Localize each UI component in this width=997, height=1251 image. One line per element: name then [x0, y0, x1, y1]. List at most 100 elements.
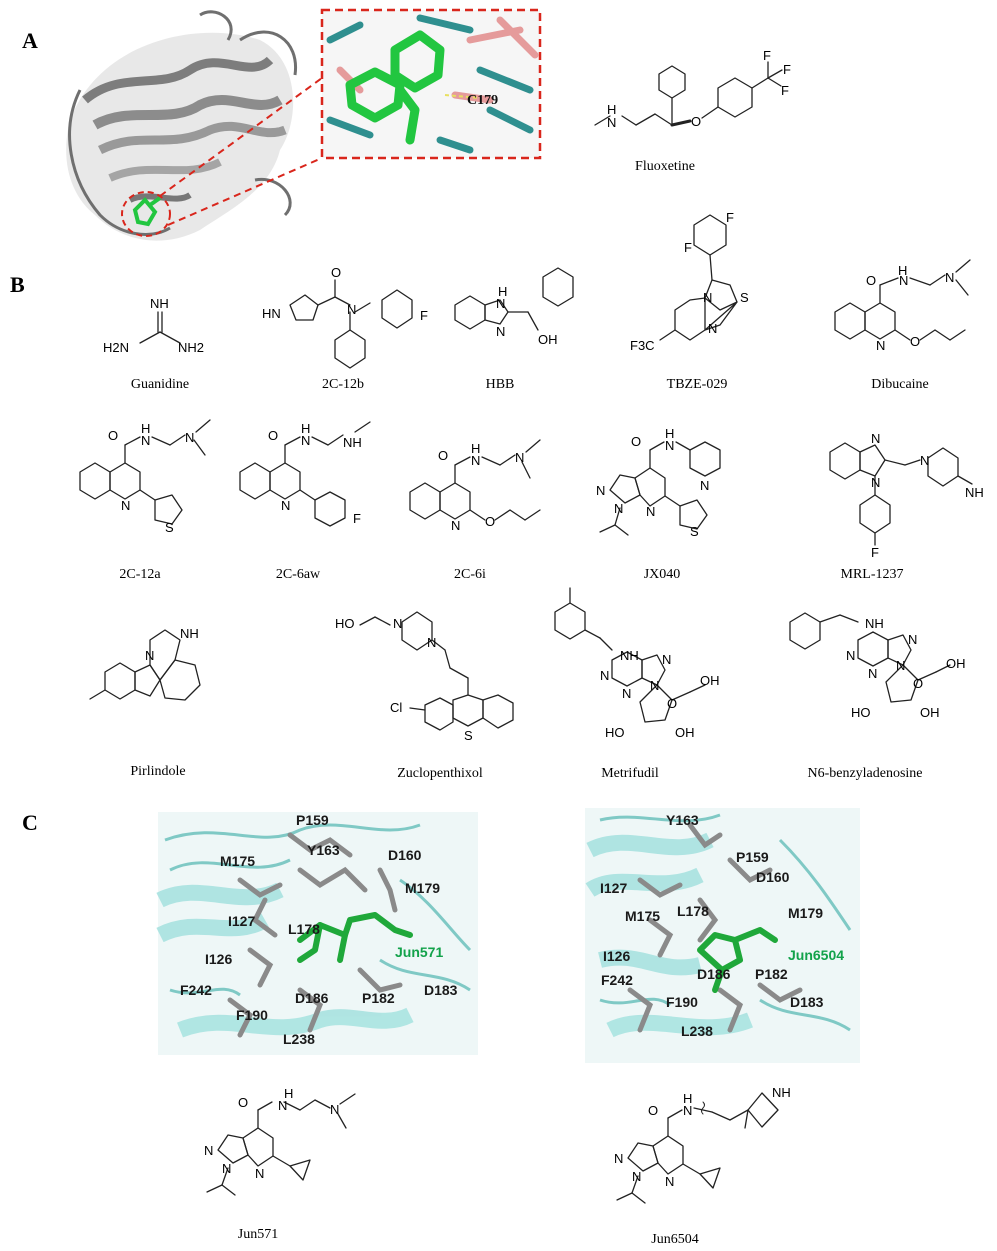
left-residue-i126: I126 [205, 951, 232, 967]
left-residue-p182: P182 [362, 990, 395, 1006]
tbze-s-label: S [740, 290, 749, 305]
right-residue-f190: F190 [666, 994, 698, 1010]
bza-nh-label: NH [865, 616, 884, 631]
c6aw-n1-label: N [301, 433, 310, 448]
c12b-hn-label: HN [262, 306, 281, 321]
jun6504-n4-label: N [665, 1174, 674, 1189]
c12a-n2-label: N [185, 430, 194, 445]
docking-image-jun6504 [585, 808, 860, 1063]
c6i-h-label: H [471, 441, 480, 456]
caption-pirlindole: Pirlindole [130, 764, 185, 779]
caption-dibucaine: Dibucaine [871, 377, 929, 392]
caption-2c-12a: 2C-12a [119, 567, 161, 582]
right-ligand-label: Jun6504 [788, 947, 844, 963]
caption-2c-6aw: 2C-6aw [276, 567, 321, 582]
right-residue-l238: L238 [681, 1023, 713, 1039]
jx040-n3-label: N [596, 483, 605, 498]
tbze-n2-label: N [708, 321, 717, 336]
jun571-n5-label: N [255, 1166, 264, 1181]
caption-jx040: JX040 [644, 567, 681, 582]
bza-n2-label: N [868, 666, 877, 681]
caption-2c-12b: 2C-12b [322, 377, 364, 392]
jun6504-n1-label: N [683, 1103, 692, 1118]
protein-ribbon-gray [66, 10, 298, 241]
c6i-n2-label: N [515, 450, 524, 465]
bza-oh2-label: OH [920, 705, 940, 720]
compound-2c-6i-structure: O H N N N O [409, 439, 541, 533]
c6aw-h-label: H [301, 421, 310, 436]
jun571-o-label: O [238, 1095, 248, 1110]
metrifudil-n2-label: N [622, 686, 631, 701]
fluoxetine-n-label: N [607, 115, 616, 130]
fluoxetine-f1-label: F [763, 48, 771, 63]
caption-jun6504: Jun6504 [651, 1232, 698, 1247]
panel-c-letter: C [22, 810, 38, 835]
zoom-line-top [159, 77, 323, 197]
bza-o-label: O [913, 676, 923, 691]
c6i-o1-label: O [438, 448, 448, 463]
caption-guanidine: Guanidine [131, 377, 189, 392]
fluoxetine-h-label: H [607, 102, 616, 117]
hbb-n1-label: N [496, 296, 505, 311]
metrifudil-n4-label: N [650, 678, 659, 693]
left-residue-i127: I127 [228, 913, 255, 929]
c6aw-n2-label: N [281, 498, 290, 513]
compound-2c-12a-structure: O H N N N S [79, 419, 211, 535]
jun571-n1-label: N [278, 1098, 287, 1113]
fluoxetine-caption: Fluoxetine [635, 159, 695, 174]
jx040-s-label: S [690, 524, 699, 539]
caption-mrl-1237: MRL-1237 [841, 567, 904, 582]
right-residue-f242: F242 [601, 972, 633, 988]
caption-jun571: Jun571 [238, 1227, 278, 1242]
hbb-h-label: H [498, 284, 507, 299]
caption-n6-benzyladenosine: N6-benzyladenosine [807, 766, 922, 781]
jx040-structure: O H N N N N N S [596, 426, 721, 539]
inset-zoom-box: C179 [322, 10, 540, 158]
left-residue-f242: F242 [180, 982, 212, 998]
bza-n3-label: N [908, 632, 917, 647]
zuclo-n2-label: N [427, 635, 436, 650]
caption-2c-6i: 2C-6i [454, 567, 486, 582]
zuclo-ho-label: HO [335, 616, 355, 631]
dibucaine-o1-label: O [866, 273, 876, 288]
fluoxetine-f2-label: F [783, 62, 791, 77]
metrifudil-o-label: O [667, 696, 677, 711]
dibucaine-n2-label: N [945, 270, 954, 285]
left-residue-l238: L238 [283, 1031, 315, 1047]
caption-metrifudil: Metrifudil [601, 766, 659, 781]
jx040-h-label: H [665, 426, 674, 441]
jx040-n5-label: N [646, 504, 655, 519]
dibucaine-o2-label: O [910, 334, 920, 349]
pirlindole-structure: N NH [89, 626, 201, 701]
bza-n4-label: N [896, 658, 905, 673]
left-residue-m179: M179 [405, 880, 440, 896]
mrl-nh-label: NH [965, 485, 984, 500]
jun6504-h-label: H [683, 1091, 692, 1106]
bza-ho-label: HO [851, 705, 871, 720]
c12a-o-label: O [108, 428, 118, 443]
caption-hbb: HBB [486, 377, 515, 392]
hbb-oh-label: OH [538, 332, 558, 347]
c12b-o-label: O [331, 265, 341, 280]
metrifudil-structure: NH N N N N O OH HO OH [554, 587, 720, 740]
right-residue-m179: M179 [788, 905, 823, 921]
jx040-n2-label: N [700, 478, 709, 493]
compound-2c-12b-structure: HN O N F [262, 265, 428, 369]
right-residue-p159: P159 [736, 849, 769, 865]
hbb-structure: H N N OH [454, 267, 574, 347]
tbze-f1-label: F [684, 240, 692, 255]
metrifudil-ho-label: HO [605, 725, 625, 740]
mrl-n2-label: N [871, 475, 880, 490]
right-residue-i126: I126 [603, 948, 630, 964]
left-ligand-label: Jun571 [395, 944, 443, 960]
metrifudil-n1-label: N [600, 668, 609, 683]
jun571-structure: O H N N N N N [204, 1086, 356, 1196]
jun571-h-label: H [284, 1086, 293, 1101]
jun6504-structure: O H N NH N N N [614, 1085, 791, 1204]
dibucaine-n3-label: N [876, 338, 885, 353]
right-residue-d160: D160 [756, 869, 790, 885]
c6aw-f-label: F [353, 511, 361, 526]
tbze-n1-label: N [703, 290, 712, 305]
zuclopenthixol-structure: HO N N Cl S [335, 611, 514, 743]
